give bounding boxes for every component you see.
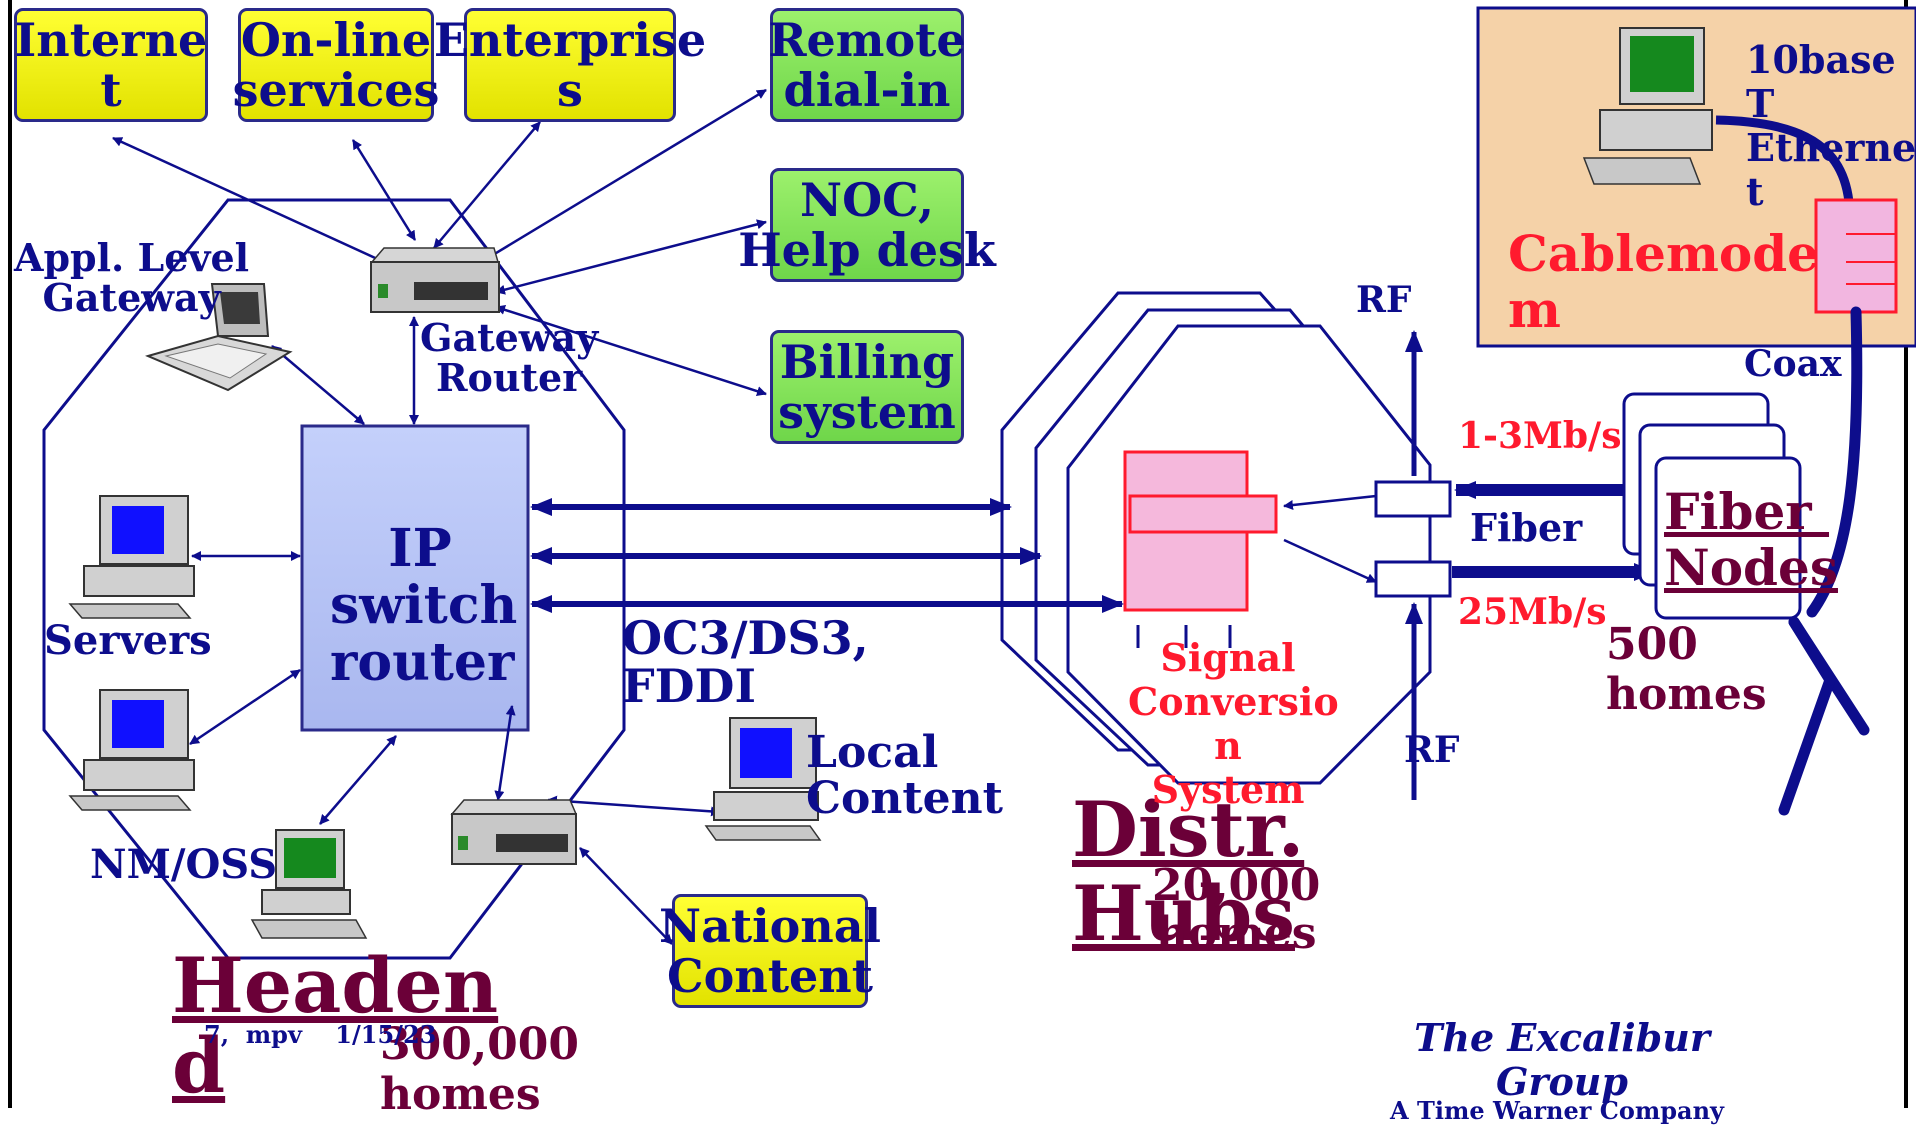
gateway-router-label: Gateway Router <box>420 315 599 400</box>
signal-conversion-label: Signal Conversio n System <box>1128 635 1339 812</box>
hub-homes-label: 20,000 homes <box>1152 860 1321 959</box>
footer-page-label: 7, mpv 1/15/23 <box>204 1020 437 1049</box>
internet-label: Interne t <box>14 13 208 117</box>
ip-switch-router-box <box>300 424 530 732</box>
headend-title: Headen d <box>172 941 499 1110</box>
distr-hubs-title: Distr. Hubs <box>1072 785 1305 958</box>
fiber-label: Fiber <box>1470 505 1583 550</box>
remote-dialin-box: Remote dial-in <box>768 8 966 122</box>
online-services-label: On-line services <box>232 13 440 117</box>
enterprises-label: Enterprise s <box>433 13 707 117</box>
local-content-label: Local Content <box>806 727 1003 825</box>
rf-top-label: RF <box>1356 279 1412 321</box>
content-router-device <box>450 799 578 865</box>
laptop-icon <box>145 283 293 392</box>
rf-upstream-module <box>1374 480 1452 518</box>
remote-dialin-label: Remote dial-in <box>768 13 966 117</box>
upstream-rate-label: 1-3Mb/s <box>1458 415 1622 457</box>
rf-links <box>1283 330 1452 800</box>
oc3-trunk-links <box>530 498 1124 613</box>
ethernet-label: 10base T Etherne t <box>1746 37 1916 214</box>
enterprises-box: Enterprise s <box>434 8 706 122</box>
node-homes-label: 500 homes <box>1606 619 1767 720</box>
national-content-label: National Content <box>659 899 881 1003</box>
local-content-computer <box>704 717 822 841</box>
fiber-node-stack <box>1622 392 1802 620</box>
brand-subtitle: A Time Warner Company <box>1390 1096 1724 1125</box>
noc-help-desk-box: NOC, Help desk <box>738 168 996 282</box>
noc-help-desk-label: NOC, Help desk <box>738 173 996 277</box>
home-pc <box>1582 27 1713 185</box>
cablemodem-device <box>1814 198 1898 314</box>
gateway-router-device <box>370 247 500 313</box>
fiber-nodes-label: Fiber Nodes <box>1664 482 1838 597</box>
nm-oss-computer <box>250 829 368 939</box>
billing-system-label: Billing system <box>778 335 956 439</box>
oc3-ds3-fddi-label: OC3/DS3, FDDI <box>622 611 869 714</box>
brand-label: The Excalibur Group <box>1414 1015 1710 1104</box>
server-computer-1 <box>68 495 195 619</box>
hub-octagon-front <box>1066 324 1432 785</box>
ip-switch-router-label: IP switch router <box>330 518 518 693</box>
coax-trunk <box>1778 306 1870 816</box>
appl-level-gateway-label: Appl. Level Gateway <box>14 235 250 320</box>
online-services-box: On-line services <box>233 8 439 122</box>
billing-system-box: Billing system <box>770 330 964 444</box>
coax-label: Coax <box>1744 343 1842 385</box>
nm-oss-label: NM/OSS <box>90 841 278 888</box>
downstream-rate-label: 25Mb/s <box>1458 591 1607 633</box>
national-content-box: National Content <box>659 894 881 1008</box>
server-computer-2 <box>68 689 195 811</box>
rf-downstream-module <box>1374 560 1452 598</box>
internet-box: Interne t <box>14 8 208 122</box>
headend-links <box>112 88 767 945</box>
servers-label: Servers <box>44 617 212 664</box>
rf-bottom-label: RF <box>1404 729 1460 771</box>
signal-conversion-card <box>1128 494 1278 534</box>
cablemodem-label: Cablemode m <box>1508 224 1819 339</box>
